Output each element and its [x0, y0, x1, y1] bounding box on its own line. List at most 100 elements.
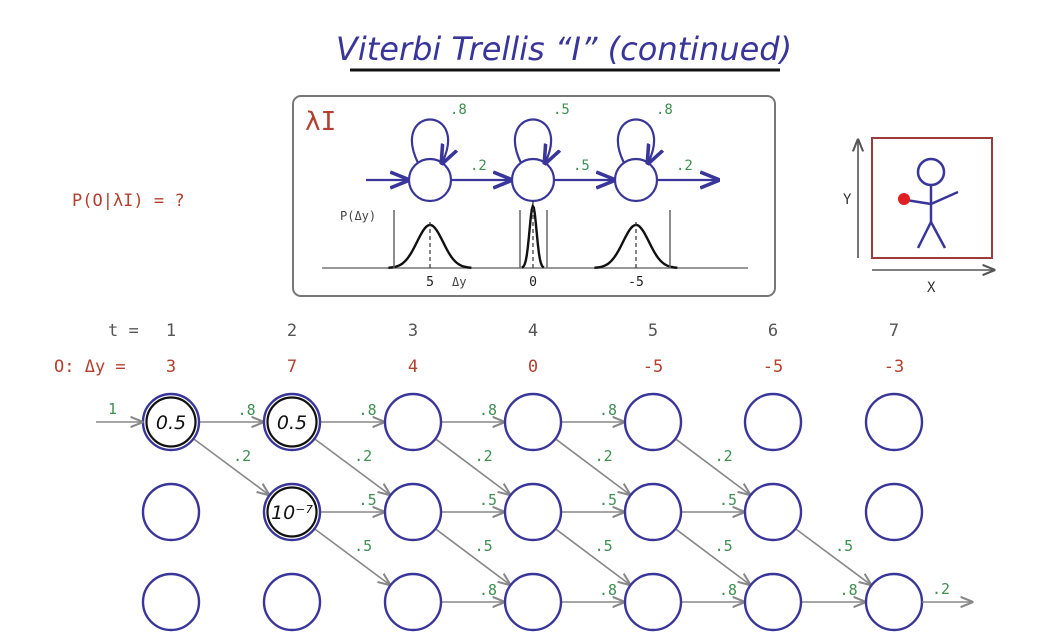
time-row-label: t =	[108, 321, 139, 341]
trellis-node-value-s1-t1: 0.5	[156, 412, 186, 434]
pdf-ylabel: P(Δy)	[340, 209, 376, 223]
edge-s2-t3-stay-prob: .5	[479, 491, 497, 509]
edge-s2-t5-down	[674, 528, 749, 585]
model-state-3	[613, 157, 659, 203]
edge-s1-t3-stay-prob: .8	[479, 401, 497, 419]
trellis-node-s1-t4	[503, 392, 563, 452]
observation-3: 4	[408, 357, 418, 377]
trellis-node-s3-t1	[141, 572, 201, 632]
model-self-loop-1	[410, 118, 448, 164]
figure-frame	[871, 137, 993, 259]
edge-s2-t4-stay-prob: .5	[599, 491, 617, 509]
trellis-node-s3-t5	[623, 572, 683, 632]
observation-row-label: O: Δy =	[54, 357, 126, 377]
edge-s1-t3-down-prob: .2	[475, 447, 493, 465]
edge-s2-t5-down-prob: .5	[715, 537, 733, 555]
trellis-node-s1-t3	[383, 392, 443, 452]
edge-s1-t4-down-prob: .2	[595, 447, 613, 465]
stick-person-icon	[905, 157, 959, 249]
trellis-node-s2-t5	[623, 482, 683, 542]
edge-s2-t4-down-prob: .5	[595, 537, 613, 555]
model-self-prob-2: .5	[553, 102, 570, 118]
trellis-node-s1-t5	[623, 392, 683, 452]
pdf-mean-label-3: -5	[628, 275, 644, 290]
edge-s2-t4-down	[554, 528, 629, 585]
trellis-node-s1-t7	[864, 392, 924, 452]
trellis-node-value-s2-t2: 10⁻⁷	[271, 502, 313, 524]
time-step-2: 2	[287, 321, 297, 341]
observation-2: 7	[287, 357, 297, 377]
model-box-frame	[292, 95, 776, 297]
time-step-4: 4	[528, 321, 538, 341]
edge-s1-t3-down	[434, 438, 509, 495]
edge-s1-t2-stay-prob: .8	[359, 401, 377, 419]
xy-figure: Y X	[843, 137, 994, 296]
observation-5: -5	[643, 357, 663, 377]
edge-s1-t4-down	[554, 438, 629, 495]
trellis-node-ring-s1-t2	[266, 396, 318, 448]
pdf-mean-label-1: 5	[426, 275, 434, 290]
model-self-prob-1: .8	[450, 102, 467, 118]
pdf-mean-label-2: 0	[529, 275, 537, 290]
time-step-5: 5	[648, 321, 658, 341]
edge-s2-t2-down-prob: .5	[354, 537, 372, 555]
observation-4: 0	[528, 357, 538, 377]
model-state-1	[407, 157, 453, 203]
trellis-node-s3-t3	[383, 572, 443, 632]
model-self-loop-3	[616, 118, 654, 164]
edge-s1-t1-stay-prob: .8	[238, 401, 256, 419]
trellis-node-ring-s1-t1	[145, 396, 197, 448]
edge-s2-t2-down	[313, 528, 389, 585]
edge-s2-t6-down	[794, 528, 870, 585]
edge-s1-t4-stay-prob: .8	[599, 401, 617, 419]
trellis-node-s3-t2	[262, 572, 322, 632]
hand-marker-dot	[898, 193, 910, 205]
edge-s2-t3-down	[434, 528, 509, 585]
observation-1: 3	[166, 357, 176, 377]
slide-title: Viterbi Trellis “I” (continued)	[336, 30, 792, 68]
trellis-node-s2-t1	[141, 482, 201, 542]
edge-s1-t2-down-prob: .2	[354, 447, 372, 465]
model-self-loop-2	[513, 118, 551, 164]
final-prob: .2	[932, 580, 950, 598]
trellis-node-s3-t6	[743, 572, 803, 632]
time-step-3: 3	[408, 321, 418, 341]
trellis-node-ring-s2-t2	[266, 486, 318, 538]
edge-s3-t3-stay-prob: .8	[479, 581, 497, 599]
trellis-node-s3-t7	[864, 572, 924, 632]
time-step-6: 6	[768, 321, 778, 341]
model-lambda-label: λI	[305, 107, 336, 137]
edge-s2-t3-down-prob: .5	[475, 537, 493, 555]
edge-s1-t5-down	[674, 438, 749, 495]
edge-s2-t2-stay-prob: .5	[359, 491, 377, 509]
trellis-node-s2-t4	[503, 482, 563, 542]
edge-s3-t4-stay-prob: .8	[599, 581, 617, 599]
trellis-node-s3-t4	[503, 572, 563, 632]
trellis-node-s2-t6	[743, 482, 803, 542]
edge-s3-t5-stay-prob: .8	[719, 581, 737, 599]
pdf-xlabel: Δy	[452, 275, 466, 289]
edge-s1-t1-down	[192, 438, 268, 495]
model-state-2	[510, 157, 556, 203]
x-axis-label: X	[927, 280, 936, 296]
probability-question: P(O|λI) = ?	[72, 191, 185, 211]
model-next-prob-1: .2	[470, 158, 487, 174]
edge-s1-t2-down	[313, 438, 389, 495]
y-axis-label: Y	[843, 192, 852, 208]
observation-7: -3	[884, 357, 904, 377]
model-self-prob-3: .8	[656, 102, 673, 118]
edge-s1-t1-down-prob: .2	[233, 447, 251, 465]
trellis-node-s1-t2	[262, 392, 322, 452]
trellis-node-s2-t3	[383, 482, 443, 542]
edge-s3-t6-stay-prob: .8	[840, 581, 858, 599]
emission-pdf-2	[521, 203, 545, 269]
model-next-prob-2: .5	[573, 158, 590, 174]
edge-s2-t6-down-prob: .5	[835, 537, 853, 555]
initial-prob: 1	[108, 400, 117, 418]
trellis-node-value-s1-t2: 0.5	[277, 412, 307, 434]
edge-s1-t5-down-prob: .2	[715, 447, 733, 465]
trellis-node-s2-t2	[262, 482, 322, 542]
